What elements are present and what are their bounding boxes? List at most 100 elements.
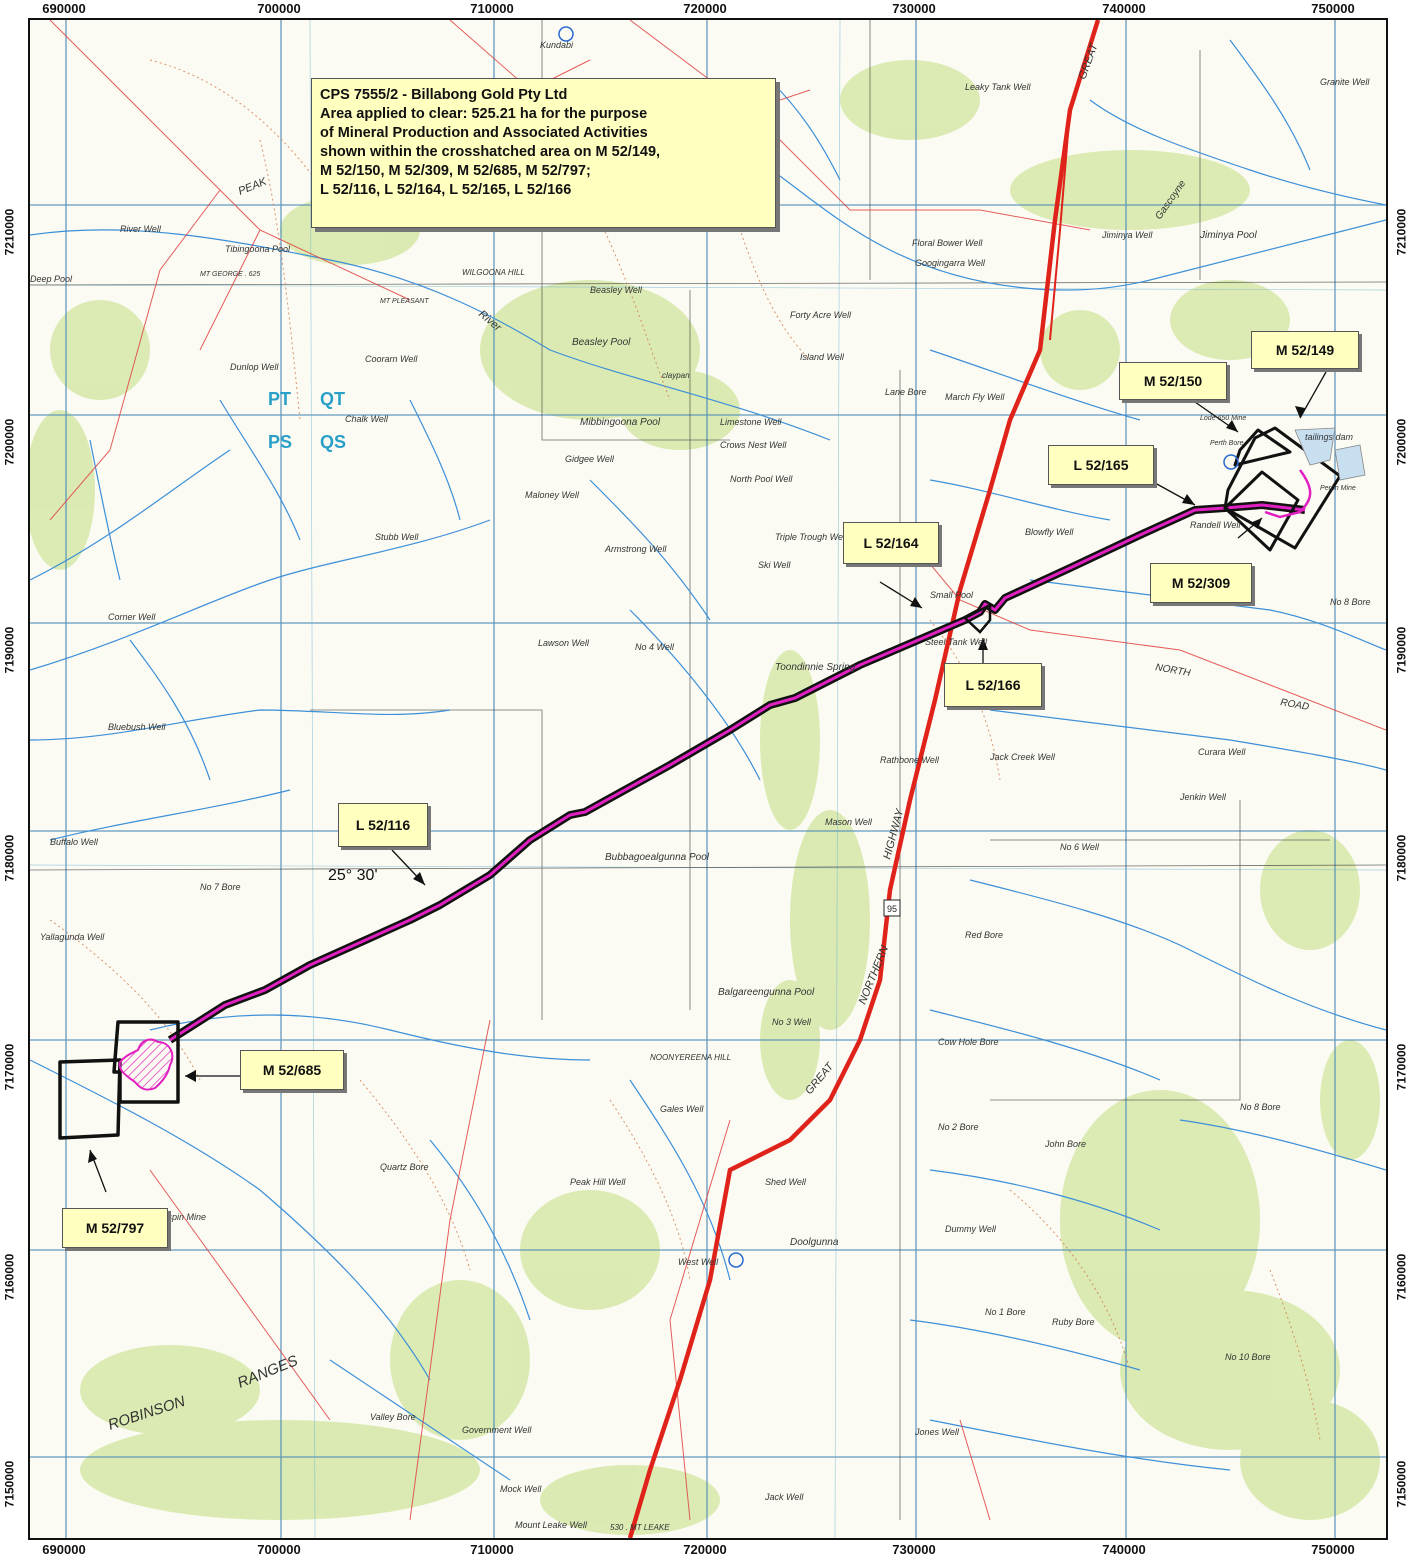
- svg-text:Ski Well: Ski Well: [758, 560, 791, 570]
- northing-tick-left: 7150000: [2, 1460, 17, 1508]
- survey-marker-circles: [558, 26, 1239, 1268]
- svg-text:Red Bore: Red Bore: [965, 930, 1003, 940]
- svg-text:RANGES: RANGES: [235, 1352, 300, 1391]
- sw-clearing-crosshatch: [118, 1038, 174, 1091]
- svg-text:Valley Bore: Valley Bore: [370, 1412, 416, 1422]
- easting-tick-bottom: 700000: [257, 1542, 301, 1557]
- svg-text:Bubbagoealgunna Pool: Bubbagoealgunna Pool: [605, 852, 710, 863]
- svg-text:Island Well: Island Well: [800, 352, 845, 362]
- northing-tick-right: 7160000: [1394, 1253, 1409, 1301]
- northing-tick-left: 7180000: [2, 834, 17, 882]
- svg-text:Curara Well: Curara Well: [1198, 747, 1246, 757]
- callout-m52-797: M 52/797: [62, 1208, 168, 1248]
- svg-text:River Well: River Well: [120, 224, 162, 234]
- northing-tick-right: 7170000: [1394, 1043, 1409, 1091]
- route-95-shield: 95: [883, 899, 901, 917]
- topographic-map: 95: [30, 20, 1386, 1538]
- svg-text:530 . MT LEAKE: 530 . MT LEAKE: [610, 1523, 670, 1532]
- northing-tick-right: 7210000: [1394, 208, 1409, 256]
- grid-zone-pt: PT: [268, 389, 291, 409]
- svg-text:tailings dam: tailings dam: [1305, 432, 1354, 442]
- latitude-label: 25° 30': [328, 867, 378, 884]
- svg-text:Jiminya Pool: Jiminya Pool: [1199, 230, 1257, 241]
- northing-tick-right: 7180000: [1394, 834, 1409, 882]
- svg-text:Jenkin Well: Jenkin Well: [1179, 792, 1227, 802]
- haul-road-corridor: [167, 501, 1306, 1044]
- highway-link-road: [1049, 109, 1071, 341]
- grid-zone-qt: QT: [320, 389, 345, 409]
- svg-text:NORTH: NORTH: [1154, 662, 1192, 679]
- svg-text:Forty Acre Well: Forty Acre Well: [790, 310, 852, 320]
- svg-text:Deep Pool: Deep Pool: [30, 274, 73, 284]
- svg-text:NOONYEREENA HILL: NOONYEREENA HILL: [650, 1053, 731, 1062]
- svg-text:Government Well: Government Well: [462, 1425, 532, 1435]
- svg-text:St Crispin Mine: St Crispin Mine: [145, 1212, 206, 1222]
- svg-text:No 8 Bore: No 8 Bore: [1240, 1102, 1281, 1112]
- svg-text:No 7 Bore: No 7 Bore: [200, 882, 241, 892]
- svg-text:March Fly Well: March Fly Well: [945, 392, 1005, 402]
- tailings-dam: [1294, 427, 1366, 481]
- northing-tick-left: 7190000: [2, 626, 17, 674]
- svg-text:GREAT: GREAT: [1077, 41, 1101, 81]
- svg-text:Limestone Well: Limestone Well: [720, 417, 782, 427]
- svg-text:Leaky Tank Well: Leaky Tank Well: [965, 82, 1032, 92]
- easting-tick-top: 690000: [42, 1, 86, 16]
- svg-text:Peak Hill Well: Peak Hill Well: [570, 1177, 626, 1187]
- svg-text:WILGOONA HILL: WILGOONA HILL: [462, 268, 525, 277]
- callout-m52-150: M 52/150: [1119, 362, 1227, 400]
- easting-tick-top: 720000: [683, 1, 727, 16]
- grid-zone-qs: QS: [320, 432, 346, 452]
- easting-tick-bottom: 710000: [470, 1542, 514, 1557]
- svg-text:Gidgee Well: Gidgee Well: [565, 454, 615, 464]
- svg-text:Dummy Well: Dummy Well: [945, 1224, 997, 1234]
- northing-tick-left: 7160000: [2, 1253, 17, 1301]
- svg-text:Mibbingoona Pool: Mibbingoona Pool: [580, 417, 661, 428]
- svg-text:No 6 Well: No 6 Well: [1060, 842, 1100, 852]
- svg-text:Kundabi: Kundabi: [540, 40, 574, 50]
- svg-text:North Pool Well: North Pool Well: [730, 474, 793, 484]
- svg-text:Randell Well: Randell Well: [1190, 520, 1241, 530]
- svg-text:Jiminya Well: Jiminya Well: [1101, 230, 1153, 240]
- svg-text:Jack Well: Jack Well: [764, 1492, 804, 1502]
- svg-text:Jack Creek Well: Jack Creek Well: [989, 752, 1056, 762]
- callout-m52-309: M 52/309: [1150, 563, 1252, 603]
- svg-text:Peron Mine: Peron Mine: [1320, 485, 1356, 492]
- northing-tick-right: 7150000: [1394, 1460, 1409, 1508]
- svg-text:Floral Bower Well: Floral Bower Well: [912, 238, 983, 248]
- svg-text:Yallagunda Well: Yallagunda Well: [40, 932, 105, 942]
- svg-text:Tibingoona Pool: Tibingoona Pool: [225, 244, 291, 254]
- svg-text:No 3 Well: No 3 Well: [772, 1017, 812, 1027]
- easting-tick-bottom: 730000: [892, 1542, 936, 1557]
- northing-tick-left: 7200000: [2, 418, 17, 466]
- svg-text:Quartz Bore: Quartz Bore: [380, 1162, 429, 1172]
- info-line: CPS 7555/2 - Billabong Gold Pty Ltd: [320, 87, 568, 103]
- svg-text:MT GEORGE . 625: MT GEORGE . 625: [200, 271, 260, 278]
- svg-text:Chalk Well: Chalk Well: [345, 414, 389, 424]
- svg-text:Mason Well: Mason Well: [825, 817, 873, 827]
- svg-text:Perth Bore: Perth Bore: [1210, 440, 1244, 447]
- svg-text:Armstrong Well: Armstrong Well: [604, 544, 667, 554]
- svg-text:No 2 Bore: No 2 Bore: [938, 1122, 979, 1132]
- easting-tick-bottom: 690000: [42, 1542, 86, 1557]
- great-northern-highway: [627, 20, 1101, 1538]
- svg-text:Lane Bore: Lane Bore: [885, 387, 927, 397]
- svg-text:Lode 650 Mine: Lode 650 Mine: [1200, 415, 1246, 422]
- info-line: Area applied to clear: 525.21 ha for the…: [320, 106, 648, 122]
- svg-text:Ruby Bore: Ruby Bore: [1052, 1317, 1095, 1327]
- svg-text:Dunlop Well: Dunlop Well: [230, 362, 279, 372]
- clearing-permit-info-box: CPS 7555/2 - Billabong Gold Pty Ltd Area…: [311, 78, 776, 228]
- svg-text:Gales Well: Gales Well: [660, 1104, 704, 1114]
- callout-l52-164: L 52/164: [843, 522, 939, 564]
- l52-166-boundary: [962, 602, 992, 634]
- svg-text:PEAK: PEAK: [237, 175, 269, 197]
- info-line: L 52/116, L 52/164, L 52/165, L 52/166: [320, 182, 572, 198]
- svg-text:Cow Hole Bore: Cow Hole Bore: [938, 1037, 999, 1047]
- easting-tick-bottom: 720000: [683, 1542, 727, 1557]
- sw-tenements: [58, 1020, 180, 1140]
- svg-text:MT PLEASANT: MT PLEASANT: [380, 298, 429, 305]
- grid-zone-ps: PS: [268, 432, 292, 452]
- easting-tick-top: 710000: [470, 1, 514, 16]
- easting-tick-bottom: 750000: [1311, 1542, 1355, 1557]
- svg-text:Toondinnie Spring: Toondinnie Spring: [775, 662, 856, 673]
